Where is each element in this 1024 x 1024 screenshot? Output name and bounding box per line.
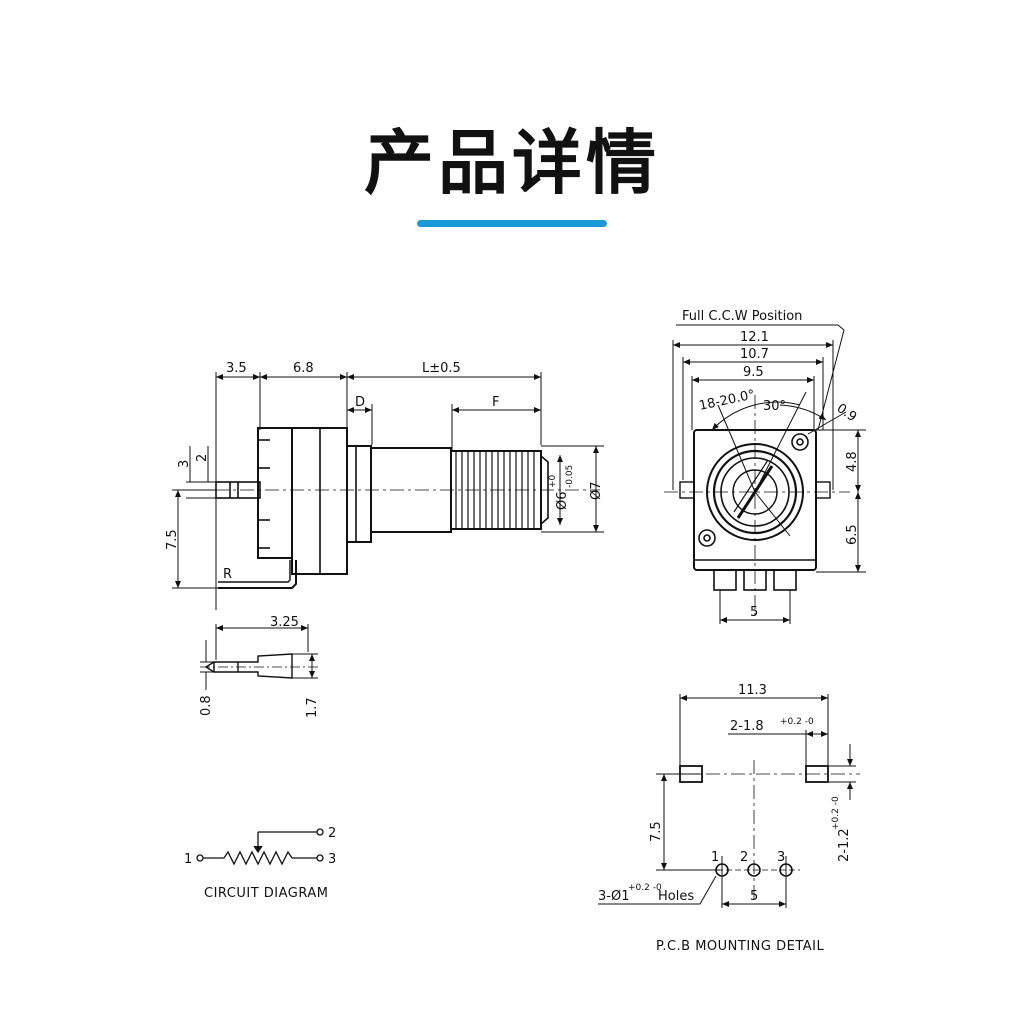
- dim-3-5: 3.5: [226, 361, 247, 376]
- dim-0-9: 0.9: [834, 401, 860, 425]
- circuit-pin-2: 2: [328, 826, 336, 841]
- circuit-pin-3: 3: [328, 852, 336, 867]
- pcb-detail: [598, 694, 860, 908]
- dim-body-dia: Ø7: [589, 481, 604, 500]
- dim-slot-width: 2-1.8: [730, 719, 764, 734]
- title-underline: [417, 220, 607, 227]
- dim-angle-30: 30°: [763, 399, 786, 414]
- dim-11-3: 11.3: [738, 683, 767, 698]
- dim-4-8: 4.8: [845, 451, 860, 472]
- holes-suffix: Holes: [658, 889, 694, 904]
- terminal-detail-labels: 3.25 0.8 1.7: [199, 615, 320, 718]
- ccw-position-label: Full C.C.W Position: [682, 309, 802, 324]
- dim-angle-range: 18-20.0°: [698, 387, 757, 413]
- terminal-detail: [200, 624, 320, 690]
- label-r: R: [223, 567, 232, 582]
- holes-spec: 3-Ø1: [598, 889, 629, 904]
- dim-3: 3: [177, 460, 192, 468]
- dim-7-5-pcb: 7.5: [649, 821, 664, 842]
- dim-shaft-dia: Ø6: [555, 491, 570, 510]
- dim-9-5: 9.5: [743, 365, 764, 380]
- pcb-caption: P.C.B MOUNTING DETAIL: [656, 939, 824, 954]
- page-title: 产品详情: [364, 122, 660, 204]
- dim-slot-width-tol: +0.2 -0: [780, 717, 814, 727]
- dim-slot-height: 2-1.2: [837, 828, 852, 862]
- dim-6-5: 6.5: [845, 524, 860, 545]
- side-view: [172, 372, 604, 610]
- holes-tol: +0.2 -0: [628, 883, 662, 893]
- dim-5-front: 5: [750, 605, 758, 620]
- dim-pitch-5: 5: [750, 889, 758, 904]
- dim-l: L±0.5: [422, 361, 461, 376]
- dim-slot-height-tol: +0.2 -0: [831, 796, 841, 830]
- dim-10-7: 10.7: [740, 347, 769, 362]
- circuit-diagram: [196, 828, 324, 866]
- side-view-labels: 3.5 6.8 L±0.5 D F 3 2 7.5 Ø6 +0 -0.05 Ø7…: [165, 361, 604, 582]
- dim-0-8: 0.8: [199, 695, 214, 716]
- pcb-pin-3: 3: [777, 850, 785, 865]
- dim-d: D: [355, 395, 365, 410]
- dim-f: F: [492, 395, 499, 410]
- dim-7-5: 7.5: [165, 529, 180, 550]
- pcb-labels: 11.3 2-1.8 +0.2 -0 7.5 2-1.2 +0.2 -0 1 2…: [598, 683, 852, 954]
- circuit-labels: 1 2 3 CIRCUIT DIAGRAM: [184, 826, 336, 901]
- circuit-caption: CIRCUIT DIAGRAM: [204, 886, 329, 901]
- dim-shaft-tol-low: -0.05: [565, 465, 575, 488]
- dim-1-7: 1.7: [305, 697, 320, 718]
- dim-2: 2: [195, 454, 210, 462]
- pcb-pin-1: 1: [711, 850, 719, 865]
- pcb-pin-2: 2: [740, 850, 748, 865]
- dim-shaft-tol-up: +0: [548, 474, 558, 488]
- dim-12-1: 12.1: [740, 330, 769, 345]
- circuit-pin-1: 1: [184, 852, 192, 867]
- front-view: [664, 324, 866, 624]
- dim-3-25: 3.25: [270, 615, 299, 630]
- dim-6-8: 6.8: [293, 361, 314, 376]
